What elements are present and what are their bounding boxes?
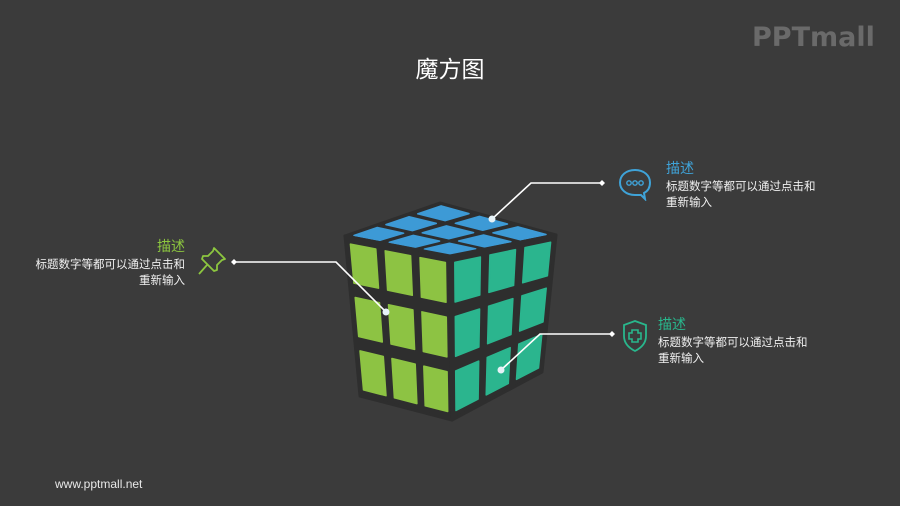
left-face-sticker — [387, 303, 416, 351]
line-end-diamond — [609, 331, 615, 337]
right-face-sticker — [454, 308, 481, 358]
callout-text[interactable]: 标题数字等都可以通过点击和重新输入 — [658, 335, 808, 365]
website-url: www.pptmall.net — [55, 477, 143, 491]
shield-plus-icon — [623, 320, 647, 353]
left-face-sticker — [384, 250, 414, 297]
top-face-sticker — [388, 234, 441, 249]
rubiks-cube — [343, 201, 558, 422]
right-face-sticker — [515, 333, 543, 381]
pushpin-icon — [198, 247, 226, 275]
right-face-sticker — [454, 256, 482, 303]
left-face-sticker — [419, 256, 447, 304]
top-face-sticker — [421, 225, 475, 240]
top-face-sticker — [353, 226, 405, 242]
connector-left — [234, 261, 387, 313]
top-face-sticker — [416, 205, 470, 222]
pptmall-logo: PPTmall — [752, 22, 875, 53]
callout-left: 描述 标题数字等都可以通过点击和重新输入 — [30, 239, 186, 288]
left-face-sticker — [391, 357, 418, 405]
top-face-sticker — [457, 234, 512, 248]
top-face-sticker — [423, 242, 477, 255]
top-face-sticker — [454, 215, 509, 232]
callout-bottom-right: 描述 标题数字等都可以通过点击和重新输入 — [658, 317, 818, 366]
connector-top-right — [491, 182, 602, 220]
right-face-sticker — [518, 287, 547, 332]
callout-heading[interactable]: 描述 — [658, 317, 686, 333]
left-face-sticker — [359, 350, 387, 397]
right-face-sticker — [488, 248, 517, 294]
callout-heading[interactable]: 描述 — [666, 161, 694, 177]
callout-heading[interactable]: 描述 — [157, 239, 185, 255]
left-face-sticker — [354, 296, 384, 343]
page-title: 魔方图 — [415, 57, 485, 83]
line-end-diamond — [599, 180, 605, 186]
right-face-sticker — [486, 297, 514, 345]
callout-top-right: 描述 标题数字等都可以通过点击和重新输入 — [666, 161, 826, 210]
top-face-sticker — [492, 226, 547, 241]
anchor-dot-top — [488, 215, 496, 223]
callout-text[interactable]: 标题数字等都可以通过点击和重新输入 — [666, 179, 816, 209]
left-face-sticker — [423, 365, 449, 413]
anchor-dot-bottom — [497, 366, 505, 374]
connector-bottom-right — [500, 333, 612, 371]
callout-text[interactable]: 标题数字等都可以通过点击和重新输入 — [35, 257, 186, 287]
top-face-sticker — [385, 215, 438, 232]
anchor-dot-left — [382, 308, 390, 316]
left-face-sticker — [421, 311, 448, 358]
left-face-sticker — [349, 243, 380, 289]
right-face-sticker — [454, 360, 480, 412]
chat-bubble-icon — [618, 168, 652, 201]
right-face-sticker — [521, 241, 552, 284]
line-end-diamond — [231, 259, 237, 265]
